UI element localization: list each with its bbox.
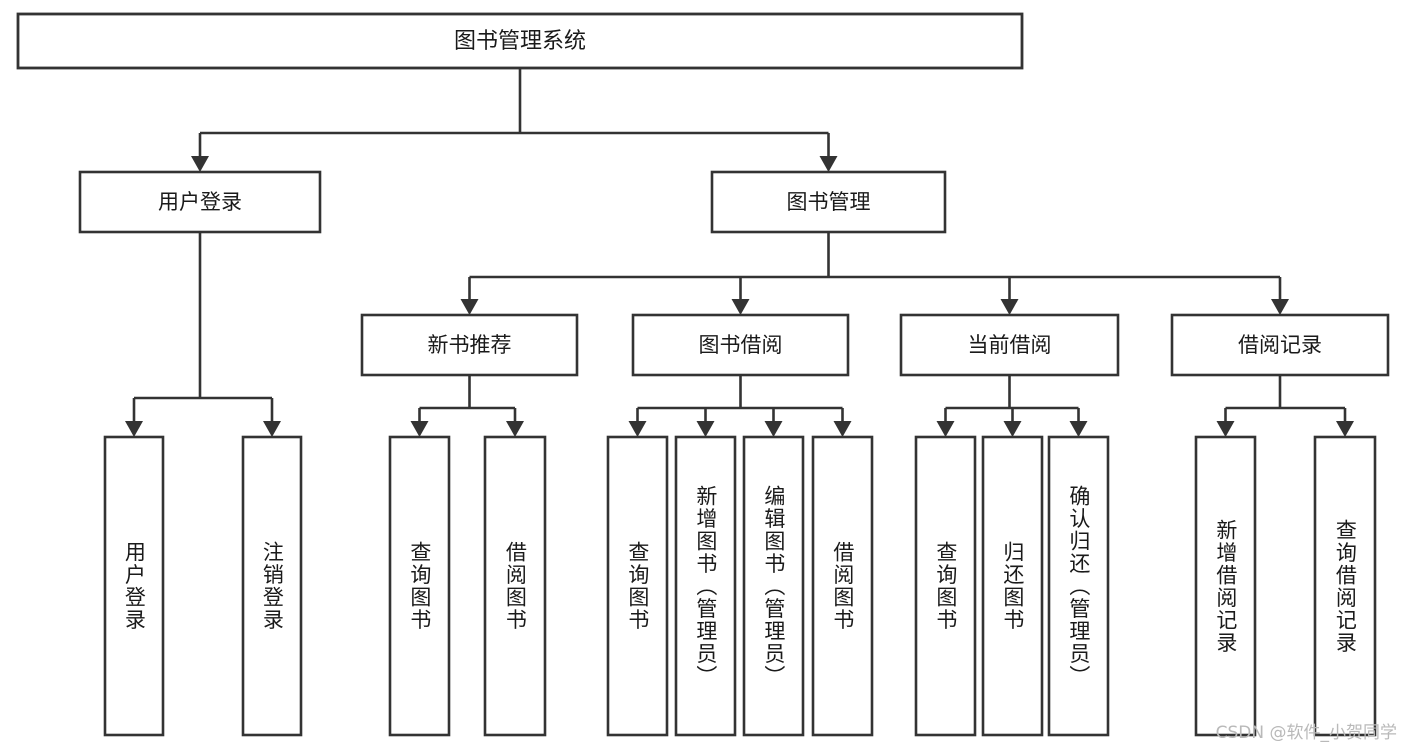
node-box-leaf-7[interactable]	[811, 435, 874, 737]
conn-root-arrow-1	[819, 156, 838, 172]
node-box-leaf-3[interactable]	[483, 435, 547, 737]
node-label-level3-1: 图书借阅	[699, 333, 783, 357]
watermark: CSDN @软件_小贺同学	[1215, 723, 1397, 743]
node-box-leaf-12[interactable]	[1313, 435, 1377, 737]
conn-l3-1-arrow-1	[696, 421, 715, 437]
node-label-level2-1: 图书管理	[787, 190, 871, 214]
conn-l3-2-arrow-0	[936, 421, 955, 437]
connector-layer	[125, 68, 1354, 437]
conn-login-arrow-0	[125, 421, 143, 437]
node-box-leaf-0[interactable]	[103, 435, 165, 737]
node-box-leaf-10[interactable]	[1047, 435, 1110, 737]
node-box-level3-2[interactable]	[899, 313, 1120, 377]
node-box-root-0[interactable]	[16, 12, 1024, 70]
node-box-leaf-4[interactable]	[606, 435, 669, 737]
node-label-level2-0: 用户登录	[158, 190, 242, 214]
node-box-leaf-1[interactable]	[241, 435, 303, 737]
conn-l3-2-arrow-1	[1003, 421, 1022, 437]
conn-l3-2-arrow-2	[1069, 421, 1088, 437]
node-box-level3-1[interactable]	[631, 313, 850, 377]
node-box-level3-3[interactable]	[1170, 313, 1390, 377]
conn-l3-1-arrow-0	[628, 421, 647, 437]
conn-l3-3-arrow-1	[1336, 421, 1354, 437]
conn-login-arrow-1	[263, 421, 281, 437]
node-label-level3-3: 借阅记录	[1238, 333, 1322, 357]
conn-l3-0-arrow-0	[410, 421, 429, 437]
conn-books-arrow-3	[1271, 299, 1289, 315]
node-box-level3-0[interactable]	[360, 313, 579, 377]
node-label-level3-0: 新书推荐	[428, 333, 512, 357]
conn-l3-3-arrow-0	[1216, 421, 1235, 437]
node-label-root-0: 图书管理系统	[454, 29, 586, 54]
conn-l3-1-arrow-3	[833, 421, 852, 437]
node-box-layer	[16, 12, 1390, 737]
conn-l3-0-arrow-1	[506, 421, 524, 437]
node-box-leaf-6[interactable]	[742, 435, 805, 737]
node-box-level2-1[interactable]	[710, 170, 947, 234]
conn-books-arrow-2	[1000, 299, 1019, 315]
node-box-leaf-9[interactable]	[981, 435, 1044, 737]
conn-l3-1-arrow-2	[764, 421, 783, 437]
conn-books-arrow-1	[731, 299, 750, 315]
node-box-leaf-8[interactable]	[914, 435, 977, 737]
node-label-level3-2: 当前借阅	[968, 333, 1052, 357]
conn-root-arrow-0	[191, 156, 209, 172]
node-box-leaf-5[interactable]	[674, 435, 737, 737]
conn-books-arrow-0	[460, 299, 479, 315]
node-box-level2-0[interactable]	[78, 170, 322, 234]
node-box-leaf-2[interactable]	[388, 435, 451, 737]
node-box-leaf-11[interactable]	[1194, 435, 1257, 737]
